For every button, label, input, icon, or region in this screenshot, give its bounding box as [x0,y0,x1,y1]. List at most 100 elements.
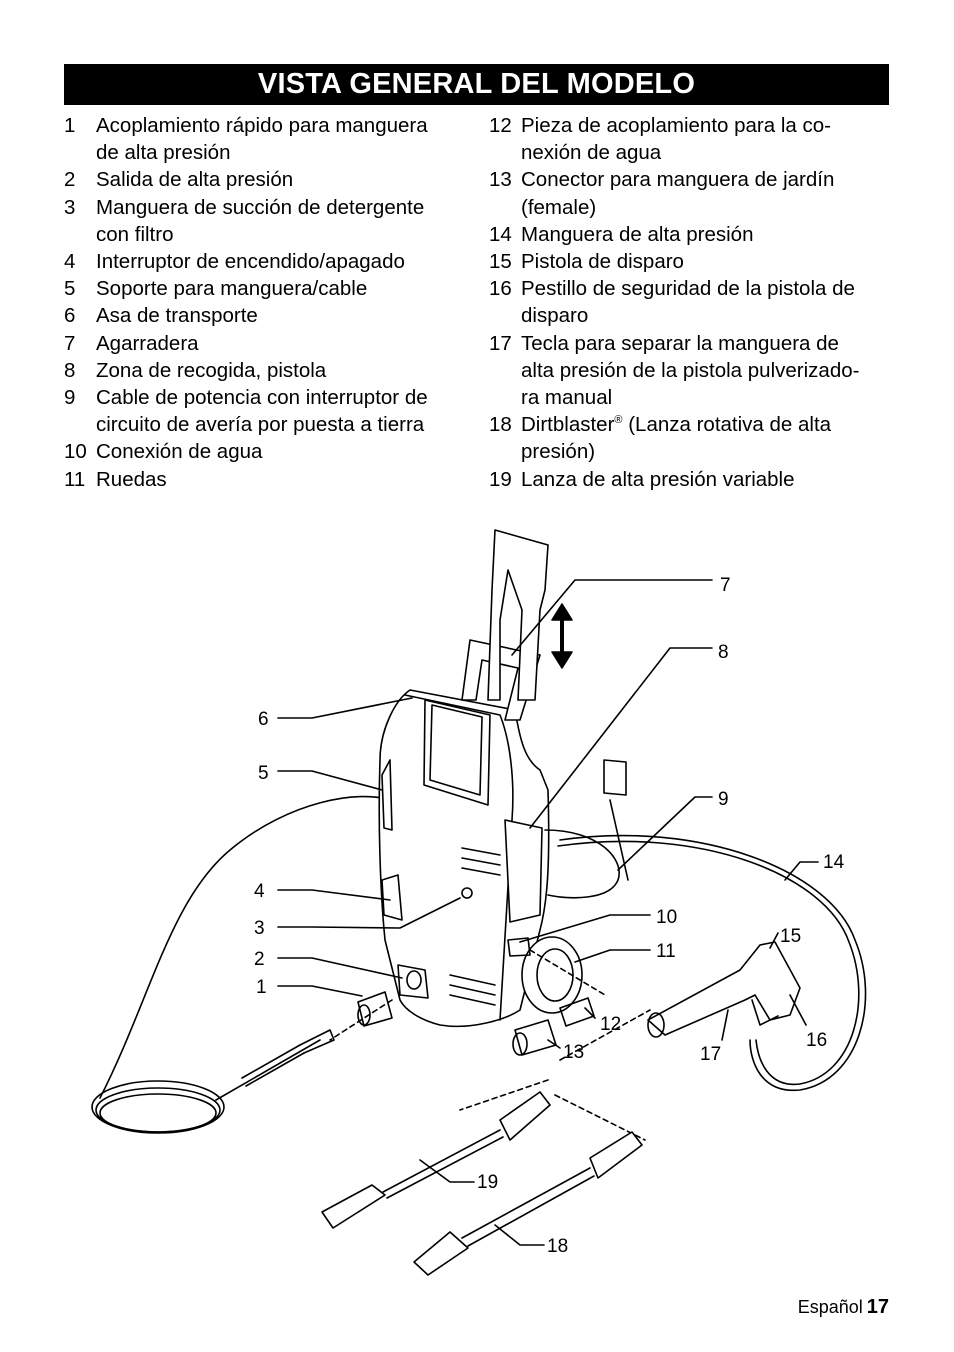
item-line: nexión de agua [521,141,662,165]
callout-4: 4 [254,881,265,902]
list-item: 12 Pieza de acoplamiento para la co-nexió… [489,112,894,166]
item-number: 14 [489,222,512,246]
list-item: 2 Salida de alta presión [64,166,469,193]
item-line: Asa de transporte [96,304,258,328]
item-number: 18 [489,413,512,437]
item-text: Pestillo de seguridad de la pistola de di… [521,275,894,329]
item-line: de alta presión [96,141,231,165]
item-number: 10 [64,440,87,464]
item-text: Agarradera [96,330,469,357]
item-line: disparo [521,304,589,328]
item-line: alta presión de la pistola pulverizado- [521,358,860,382]
list-item: 6 Asa de transporte [64,302,469,329]
item-text: Pistola de disparo [521,248,894,275]
item-line: ra manual [521,386,613,410]
item-line: Acoplamiento rápido para manguera [96,114,428,137]
item-line: Ruedas [96,467,167,491]
item-number: 2 [64,168,76,192]
item-text: Manguera de alta presión [521,221,894,248]
item-line: Cable de potencia con interruptor de [96,386,428,410]
item-text: Asa de transporte [96,302,469,329]
callout-8: 8 [718,642,729,663]
item-number: 12 [489,114,512,137]
list-item: 1 Acoplamiento rápido para manguera de alt… [64,112,469,166]
list-item: 11 Ruedas [64,466,469,493]
item-text: Pieza de acoplamiento para la co-nexión … [521,112,894,166]
registered-mark: ® [614,414,623,427]
list-item: 17 Tecla para separar la manguera de alta … [489,330,894,412]
item-line: Conexión de agua [96,440,263,464]
list-item: 4 Interruptor de encendido/apagado [64,248,469,275]
callout-12: 12 [600,1014,621,1035]
callout-19: 19 [477,1172,498,1193]
item-text: Tecla para separar la manguera de alta pr… [521,330,894,412]
item-number: 3 [64,195,76,219]
callout-16: 16 [806,1030,827,1051]
item-number: 6 [64,304,76,328]
callout-3: 3 [254,918,265,939]
list-item: 10 Conexión de agua [64,438,469,465]
item-line: Pestillo de seguridad de la pistola de [521,277,855,301]
item-text: Zona de recogida, pistola [96,357,469,384]
parts-list-right: 12 Pieza de acoplamiento para la co-nexió… [489,112,894,493]
list-item: 14 Manguera de alta presión [489,221,894,248]
item-line: Conector para manguera de jardín [521,168,835,192]
callout-18: 18 [547,1236,568,1257]
item-number: 4 [64,250,76,274]
list-item: 5 Soporte para manguera/cable [64,275,469,302]
footer-language: Español [797,1297,863,1317]
item-line: Tecla para separar la manguera de [521,331,839,355]
item-number: 9 [64,386,76,410]
item-text: Soporte para manguera/cable [96,275,469,302]
item-text: Conector para manguera de jardín (female) [521,166,894,220]
item-text: Lanza de alta presión variable [521,466,894,493]
item-line: Soporte para manguera/cable [96,277,368,301]
callout-15: 15 [780,926,801,947]
item-line: Salida de alta presión [96,168,294,192]
item-text: Interruptor de encendido/apagado [96,248,469,275]
item-number: 5 [64,277,76,301]
item-text: Acoplamiento rápido para manguera de alta… [96,112,469,166]
callout-11: 11 [656,941,676,962]
item-number: 7 [64,331,76,355]
item-line: Zona de recogida, pistola [96,358,327,382]
item-line: Dirtblaster® (Lanza rotativa de alta [521,413,832,437]
item-number: 8 [64,358,76,382]
callout-13: 13 [563,1042,584,1063]
page-title: VISTA GENERAL DEL MODELO [64,64,889,105]
item-line: (female) [521,195,597,219]
item-number: 11 [64,467,86,491]
item-line: Pistola de disparo [521,250,684,274]
item-text: Salida de alta presión [96,166,469,193]
item-number: 15 [489,250,512,274]
item-number: 1 [64,114,76,137]
callout-2: 2 [254,949,265,970]
callout-10: 10 [656,907,677,928]
item-number: 17 [489,331,512,355]
item-number: 16 [489,277,512,301]
item-line: Lanza de alta presión variable [521,467,795,491]
list-item: 7 Agarradera [64,330,469,357]
callout-5: 5 [258,763,269,784]
item-line: con filtro [96,222,174,246]
list-item: 8 Zona de recogida, pistola [64,357,469,384]
item-line: Agarradera [96,331,199,355]
callout-17: 17 [700,1044,721,1065]
item-line: Interruptor de encendido/apagado [96,250,405,274]
page-number: 17 [866,1296,889,1318]
item-line: Manguera de alta presión [521,222,754,246]
callout-7: 7 [720,575,731,596]
callout-9: 9 [718,789,729,810]
callout-14: 14 [823,852,845,873]
callout-1: 1 [256,977,267,998]
callout-6: 6 [258,709,269,730]
list-item: 16 Pestillo de seguridad de la pistola de… [489,275,894,329]
